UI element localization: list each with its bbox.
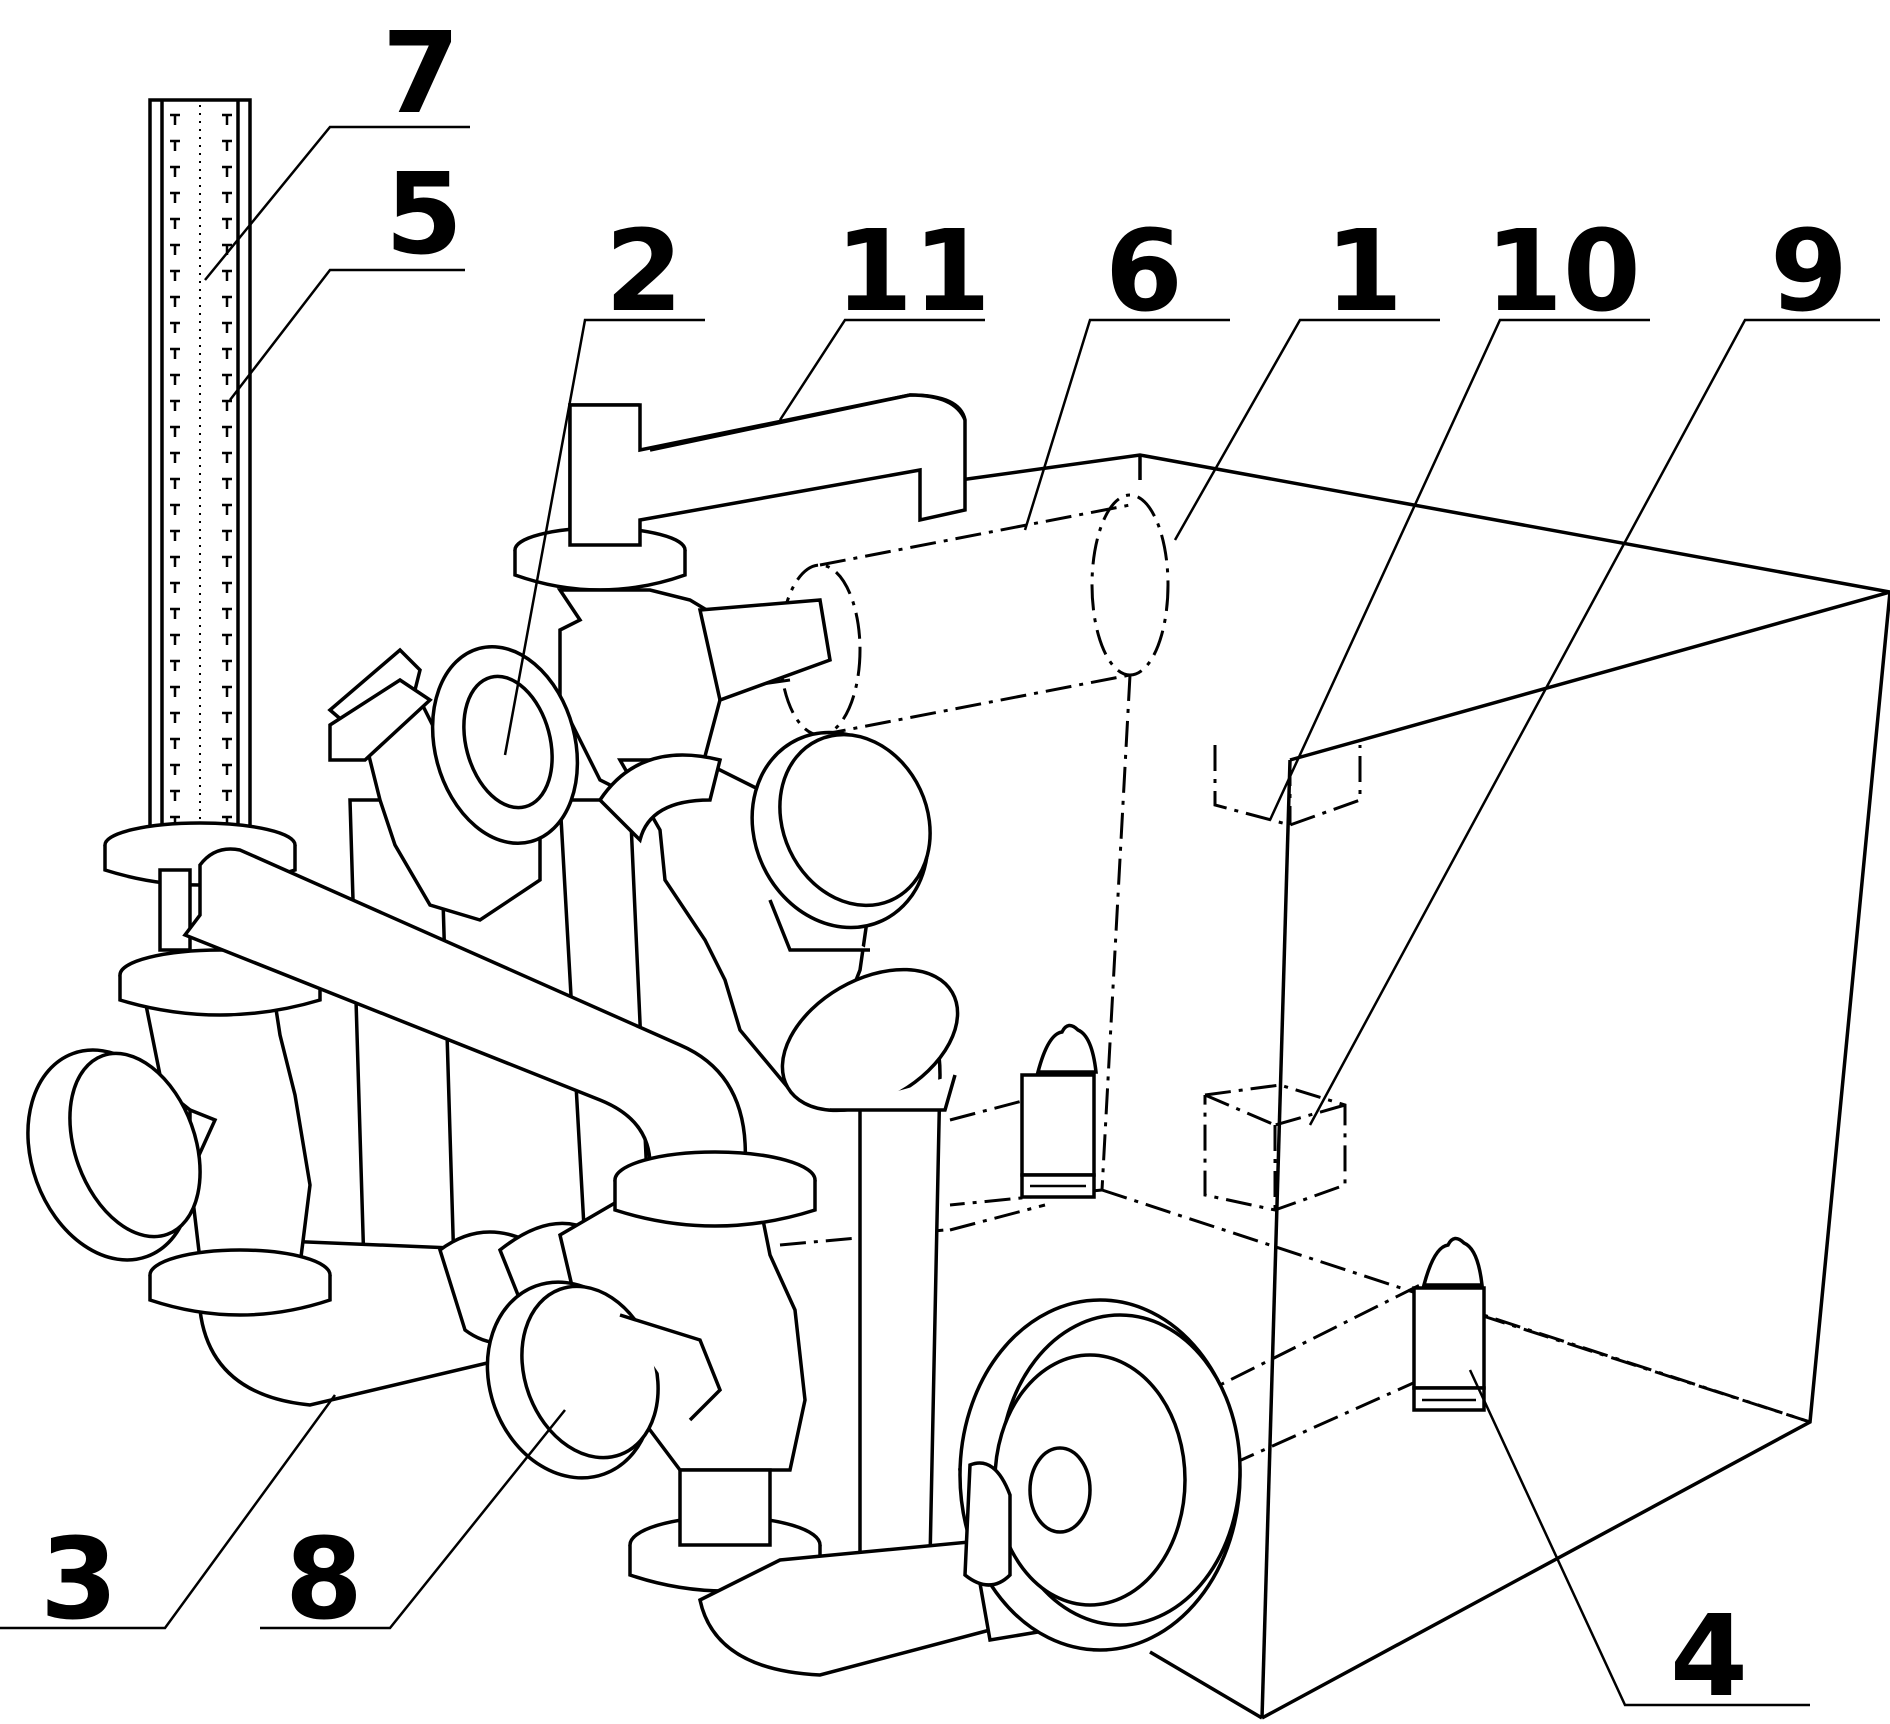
gauge-tick xyxy=(222,581,232,593)
level-sensor-box-10 xyxy=(1213,745,1362,827)
gauge-connection-pipe xyxy=(182,847,748,1167)
gauge-tick xyxy=(222,269,232,281)
gauge-tick xyxy=(170,139,180,151)
submersible-pump-lower xyxy=(1412,1236,1486,1412)
gauge-tick xyxy=(170,685,180,697)
gauge-tick xyxy=(170,451,180,463)
gauge-tick xyxy=(222,347,232,359)
vent-pipe-11 xyxy=(568,393,967,547)
gauge-tick xyxy=(222,503,232,515)
gauge-tick xyxy=(222,113,232,125)
gauge-tick xyxy=(222,399,232,411)
label-1: 1 xyxy=(1325,207,1403,337)
gauge-tick xyxy=(170,425,180,437)
gauge-tick xyxy=(222,737,232,749)
gauge-tick xyxy=(222,191,232,203)
gauge-tick xyxy=(170,243,180,255)
label-9: 9 xyxy=(1770,207,1848,337)
gauge-tick xyxy=(170,737,180,749)
gauge-tick xyxy=(170,633,180,645)
control-box-9 xyxy=(1203,1083,1347,1212)
label-2: 2 xyxy=(605,207,683,337)
gauge-tick xyxy=(170,113,180,125)
gauge-tick xyxy=(222,425,232,437)
gauge-tick xyxy=(170,555,180,567)
gauge-tick xyxy=(170,191,180,203)
gauge-tick xyxy=(222,763,232,775)
gauge-tick xyxy=(170,711,180,723)
gauge-tick xyxy=(222,139,232,151)
pump-left-body xyxy=(26,948,332,1317)
gauge-scale-ticks xyxy=(170,113,232,827)
gauge-tick xyxy=(222,685,232,697)
label-3: 3 xyxy=(40,1515,118,1645)
gauge-tick xyxy=(170,529,180,541)
gauge-tick xyxy=(222,217,232,229)
gauge-tick xyxy=(170,607,180,619)
gauge-tick xyxy=(170,399,180,411)
submersible-pump-upper xyxy=(1020,1023,1098,1199)
gauge-tick xyxy=(222,789,232,801)
gauge-tick xyxy=(222,165,232,177)
gauge-tick xyxy=(170,659,180,671)
pump-lower-8 xyxy=(485,1150,822,1593)
gauge-tick xyxy=(222,711,232,723)
gauge-tick xyxy=(222,373,232,385)
gauge-tick xyxy=(170,321,180,333)
gauge-tick xyxy=(222,451,232,463)
tank-outlet-flange xyxy=(958,1298,1242,1652)
label-5: 5 xyxy=(385,150,463,280)
gauge-tick xyxy=(170,347,180,359)
gauge-tick xyxy=(170,763,180,775)
level-gauge-tube xyxy=(103,98,297,952)
leader-lines xyxy=(0,125,1880,1707)
gauge-tick xyxy=(170,373,180,385)
gauge-tick xyxy=(222,607,232,619)
gauge-tick xyxy=(222,659,232,671)
gauge-tick xyxy=(222,243,232,255)
gauge-tick xyxy=(222,477,232,489)
gauge-tick xyxy=(222,815,232,827)
gauge-tick xyxy=(170,581,180,593)
label-10: 10 xyxy=(1485,207,1641,337)
gauge-tick xyxy=(222,529,232,541)
label-8: 8 xyxy=(285,1515,363,1645)
gauge-tick xyxy=(170,295,180,307)
gauge-tick xyxy=(170,217,180,229)
label-4: 4 xyxy=(1670,1592,1748,1722)
discharge-riser xyxy=(780,967,960,1562)
gauge-tick xyxy=(170,165,180,177)
gauge-tick xyxy=(222,321,232,333)
gauge-tick xyxy=(170,269,180,281)
callout-labels: 7 5 2 11 6 1 10 9 3 8 4 xyxy=(40,9,1848,1722)
gauge-tick xyxy=(170,789,180,801)
label-7: 7 xyxy=(382,9,460,139)
gauge-tick xyxy=(222,295,232,307)
gauge-tick xyxy=(222,633,232,645)
gauge-tick xyxy=(170,477,180,489)
gauge-tick xyxy=(170,503,180,515)
label-6: 6 xyxy=(1105,207,1183,337)
gauge-tick xyxy=(222,555,232,567)
label-11: 11 xyxy=(835,207,991,337)
